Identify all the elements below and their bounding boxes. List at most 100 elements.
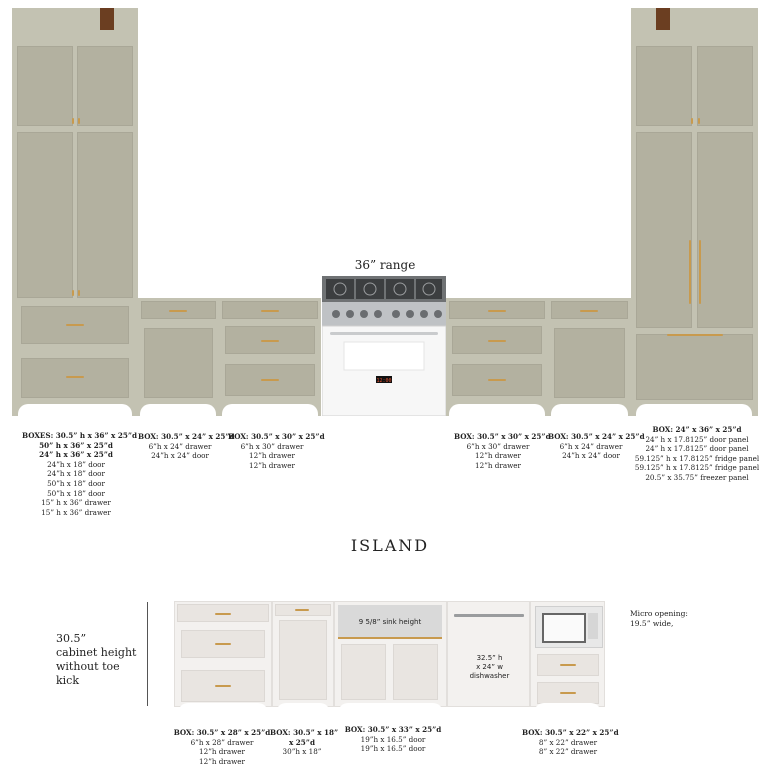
drawer-pull <box>215 613 231 615</box>
toe-kick <box>222 404 318 418</box>
leather-pull <box>656 8 670 30</box>
toe-kick <box>636 404 752 418</box>
drawer-2 <box>21 358 129 398</box>
spec-line: BOX: 30.5” x 33” x 25”d <box>344 725 442 734</box>
base-24-left <box>138 298 219 416</box>
spec-line: 12”h drawer <box>249 451 295 461</box>
door <box>554 328 625 398</box>
drawer-pull <box>261 379 279 381</box>
fridge-panel-left <box>636 132 692 328</box>
spec-line: 6”h x 30” drawer <box>240 441 304 451</box>
drawer-pull <box>66 324 84 326</box>
spec-line: 6”h x 30” drawer <box>466 441 530 451</box>
drawer-pull <box>488 310 506 312</box>
door-left <box>341 644 386 700</box>
spec-line: 50”h x 18” door <box>47 488 105 498</box>
drawer-pull <box>261 340 279 342</box>
left-tall-pantry <box>12 8 138 416</box>
upper-door-left <box>636 46 692 126</box>
freezer-handle <box>667 334 723 336</box>
spec-line: BOX: 30.5” x 22” x 25”d <box>522 728 619 737</box>
spec-line: BOX: 24” x 36” x 25”d <box>652 425 742 434</box>
height-indicator-line <box>147 602 148 706</box>
spec-line: 6”h x 24” drawer <box>559 441 623 451</box>
spec-line: 20.5” x 35.75” freezer panel <box>645 472 749 482</box>
leather-pull <box>100 8 114 30</box>
spec-line: 6”h x 28” drawer <box>190 737 254 747</box>
perimeter-elevation: 36” range 12:00 <box>12 8 762 517</box>
spec-line: dishwasher <box>469 672 510 680</box>
spec-line: 24”h x 24” door <box>151 451 209 461</box>
island-drawer-cabinet <box>174 601 272 707</box>
island-title: ISLAND <box>350 536 430 555</box>
spec-line: 12”h drawer <box>199 747 245 757</box>
spec-line: without toe <box>56 660 120 673</box>
upper-door-right <box>697 46 753 126</box>
base-30-right <box>446 298 548 416</box>
base-30-left <box>219 298 321 416</box>
spec-line: 15” h x 36” drawer <box>41 507 111 517</box>
drawer-pull <box>560 692 576 694</box>
spec-line: 19”h x 16.5” door <box>360 734 426 744</box>
microwave-window <box>542 613 586 643</box>
range: 12:00 <box>321 276 447 417</box>
spec-line: 12”h drawer <box>475 451 521 461</box>
spec-line: 19.5” wide, <box>630 619 674 628</box>
toe-kick <box>534 703 601 715</box>
handle <box>72 290 74 296</box>
spec-line: kick <box>56 674 80 687</box>
drawer-2 <box>452 326 542 354</box>
spec-line: 19”h x 16.5” door <box>360 744 426 754</box>
spec-line: 24” h x 17.8125” door panel <box>645 434 749 444</box>
spec-line: BOX: 30.5” x 24” x 25”d <box>548 432 645 441</box>
sink-label: 9 5/8” sink height <box>358 618 422 626</box>
spec-line: 30”h x 18” <box>282 747 322 757</box>
toe-kick <box>18 404 132 418</box>
handle <box>78 290 80 296</box>
drawer-pull <box>488 340 506 342</box>
spec-line: 24”h x 18” door <box>47 459 105 469</box>
spec-line: BOXES: 30.5” h x 36” x 25”d <box>22 431 137 440</box>
spec-line: 50” h x 36” x 25”d <box>39 440 113 450</box>
upper-door-left <box>17 46 73 126</box>
spec-line: 12”h drawer <box>475 460 521 470</box>
spec-line: 12”h drawer <box>249 460 295 470</box>
microwave-keypad <box>588 613 598 639</box>
drawer-pull <box>215 685 231 687</box>
range-drawing: 12:00 <box>321 276 447 417</box>
handle <box>78 118 80 124</box>
spec-line: x 24” w <box>476 663 503 671</box>
fridge-panel-right <box>697 132 753 328</box>
spec-line: 50”h x 18” door <box>47 478 105 488</box>
microwave <box>535 606 603 648</box>
drawer-pull <box>580 310 598 312</box>
sink-apron <box>338 605 442 639</box>
spec-line: x 25”d <box>289 737 315 747</box>
door <box>279 620 327 700</box>
spec-line: 24”h x 18” door <box>47 469 105 479</box>
spec-line: 59.125” h x 17.8125” fridge panel <box>634 463 760 473</box>
spec-line: 24” h x 17.8125” door panel <box>645 444 749 454</box>
micro-label: Micro opening:19.5” wide, <box>630 609 688 629</box>
handle <box>698 118 700 124</box>
dishwasher-handle <box>454 614 524 617</box>
drawer-pull <box>488 379 506 381</box>
spec-line: Micro opening: <box>630 609 688 618</box>
toe-kick <box>140 404 216 418</box>
spec-line: BOX: 30.5” x 24” x 25”d <box>138 432 235 441</box>
base-24-right <box>548 298 631 416</box>
fridge-handle <box>689 240 691 304</box>
tall-door-right <box>77 132 133 298</box>
